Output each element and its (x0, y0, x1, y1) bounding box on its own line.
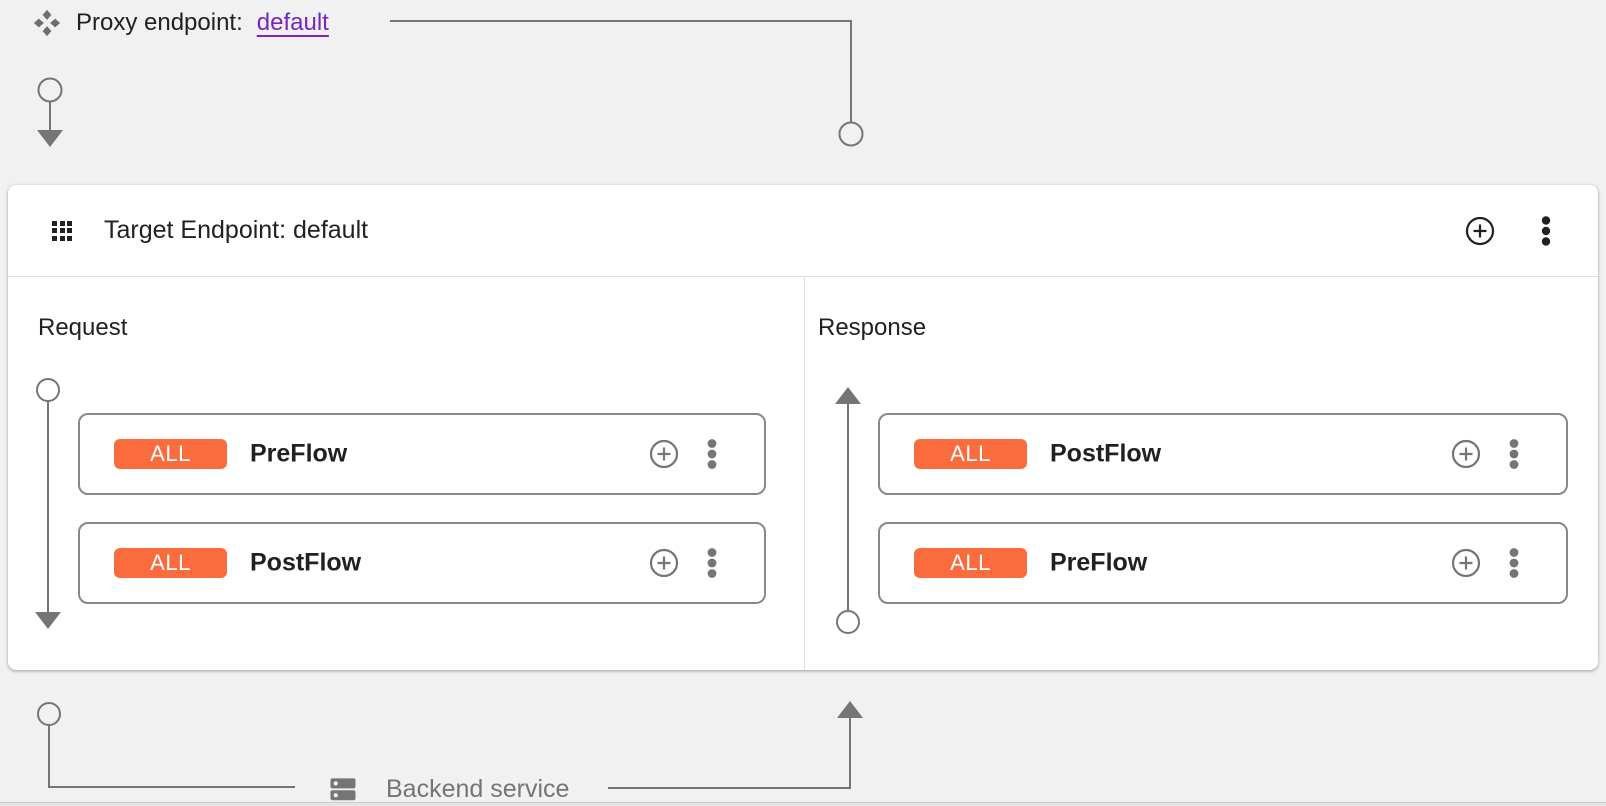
flow-card-request-preflow[interactable]: ALL PreFlow (78, 413, 766, 495)
add-policy-button[interactable] (648, 547, 680, 579)
flow-name: PreFlow (250, 439, 348, 468)
flow-menu-button[interactable] (696, 547, 728, 579)
add-policy-button[interactable] (648, 438, 680, 470)
three-dot-menu-icon (1509, 439, 1519, 469)
backend-service-row: Backend service (328, 772, 569, 806)
proxy-endpoint-label: Proxy endpoint: (76, 9, 243, 36)
target-endpoint-header: Target Endpoint: default (8, 185, 1598, 277)
flow-card-request-postflow[interactable]: ALL PostFlow (78, 522, 766, 604)
response-panel-title: Response (818, 314, 927, 341)
add-policy-button[interactable] (1450, 547, 1482, 579)
three-dot-menu-icon (1541, 216, 1551, 246)
plus-circle-icon (1465, 216, 1495, 246)
plus-circle-icon (649, 548, 679, 578)
condition-badge: ALL (114, 439, 227, 469)
request-panel-title: Request (38, 314, 128, 341)
three-dot-menu-icon (707, 548, 717, 578)
proxy-endpoint-row: Proxy endpoint: default (32, 6, 329, 40)
target-endpoint-menu-button[interactable] (1530, 215, 1562, 247)
panel-divider (804, 277, 805, 670)
flow-menu-button[interactable] (1498, 547, 1530, 579)
grid-icon (52, 220, 72, 241)
condition-badge: ALL (914, 439, 1027, 469)
proxy-endpoint-link[interactable]: default (256, 9, 329, 36)
flow-name: PreFlow (1050, 548, 1148, 577)
flow-menu-button[interactable] (1498, 438, 1530, 470)
plus-circle-icon (649, 439, 679, 469)
flow-menu-button[interactable] (696, 438, 728, 470)
plus-circle-icon (1451, 439, 1481, 469)
canvas-bottom-edge (0, 802, 1606, 806)
condition-badge: ALL (914, 548, 1027, 578)
three-dot-menu-icon (707, 439, 717, 469)
server-dns-icon (330, 778, 356, 801)
flow-name: PostFlow (1050, 439, 1162, 468)
add-policy-button[interactable] (1450, 438, 1482, 470)
three-dot-menu-icon (1509, 548, 1519, 578)
add-flow-button[interactable] (1464, 215, 1496, 247)
plus-circle-icon (1451, 548, 1481, 578)
backend-service-label: Backend service (386, 774, 570, 803)
flow-card-response-preflow[interactable]: ALL PreFlow (878, 522, 1568, 604)
condition-badge: ALL (114, 548, 227, 578)
target-endpoint-title: Target Endpoint: default (104, 216, 369, 244)
flow-card-response-postflow[interactable]: ALL PostFlow (878, 413, 1568, 495)
proxy-endpoint-icon (33, 9, 61, 37)
flow-name: PostFlow (250, 548, 362, 577)
